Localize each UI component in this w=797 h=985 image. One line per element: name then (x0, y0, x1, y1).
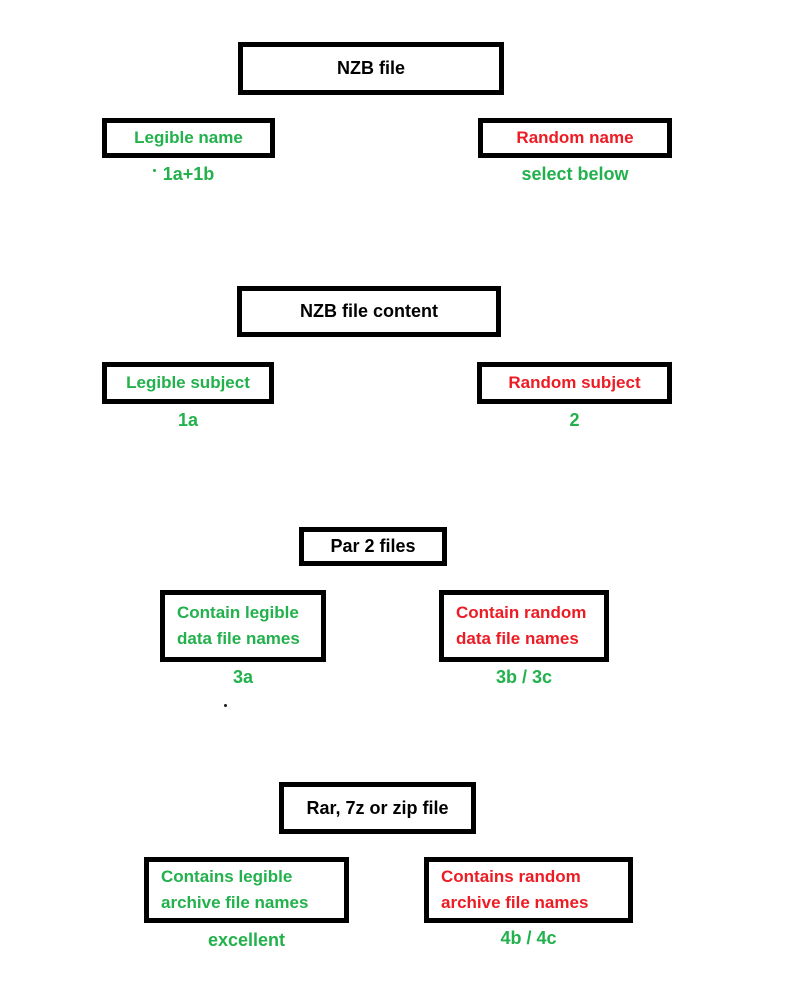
option-box-legible-name: Legible name (102, 118, 275, 158)
note-random-archive-file-names: 4b / 4c (500, 928, 557, 948)
section-header-nzb-file-content: NZB file content (237, 286, 501, 337)
option-box-random-archive-file-names: Contains random archive file names (424, 857, 633, 923)
section-header-nzb-file: NZB file (238, 42, 504, 95)
note-legible-archive-file-names: excellent (207, 930, 286, 950)
section-header-par2-files: Par 2 files (299, 527, 447, 566)
stray-mark-dot-green (153, 169, 156, 172)
note-random-name: select below (521, 164, 629, 184)
option-box-random-subject: Random subject (477, 362, 672, 404)
note-legible-name: 1a+1b (162, 164, 215, 184)
note-legible-subject: 1a (177, 410, 199, 430)
note-random-data-file-names: 3b / 3c (495, 667, 553, 687)
option-box-legible-archive-file-names: Contains legible archive file names (144, 857, 349, 923)
section-header-rar-7z-zip-file: Rar, 7z or zip file (279, 782, 476, 834)
stray-mark-dot-black (224, 704, 227, 707)
note-legible-data-file-names: 3a (232, 667, 254, 687)
option-box-random-data-file-names: Contain random data file names (439, 590, 609, 662)
option-box-legible-data-file-names: Contain legible data file names (160, 590, 326, 662)
option-box-random-name: Random name (478, 118, 672, 158)
note-random-subject: 2 (569, 410, 580, 430)
option-box-legible-subject: Legible subject (102, 362, 274, 404)
